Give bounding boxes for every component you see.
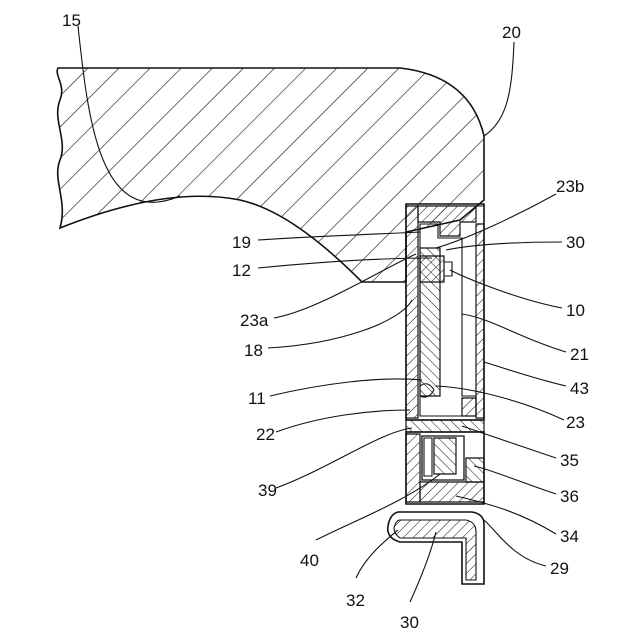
label-30a: 30 [566, 233, 585, 252]
label-32: 32 [346, 591, 365, 610]
plate-43 [476, 224, 484, 418]
leader-22 [276, 410, 410, 432]
label-22: 22 [256, 425, 275, 444]
label-20: 20 [502, 23, 521, 42]
leader-18 [268, 300, 412, 348]
leader-39 [276, 428, 412, 488]
label-36: 36 [560, 487, 579, 506]
label-23a: 23a [240, 311, 269, 330]
leader-30a [446, 242, 562, 250]
label-39: 39 [258, 481, 277, 500]
label-23b: 23b [556, 177, 584, 196]
tab-10 [444, 262, 452, 276]
coil-core [434, 438, 456, 474]
top-cap-23b [418, 206, 476, 236]
label-40: 40 [300, 551, 319, 570]
leader-23 [436, 386, 564, 420]
leader-43 [484, 362, 566, 386]
separator-35 [406, 420, 484, 432]
coil-bracket [424, 438, 432, 476]
bracket-inner-30 [394, 520, 476, 580]
plate-18 [406, 206, 418, 418]
leader-10 [450, 270, 562, 308]
leader-36 [474, 466, 556, 494]
leader-29 [484, 520, 546, 566]
label-34: 34 [560, 527, 579, 546]
label-35: 35 [560, 451, 579, 470]
label-12: 12 [232, 261, 251, 280]
label-43: 43 [570, 379, 589, 398]
frame-bottom-ledge [462, 398, 476, 416]
lower-right-36 [466, 458, 484, 482]
label-30b: 30 [400, 613, 419, 632]
label-11: 11 [248, 389, 266, 408]
label-21: 21 [570, 345, 589, 364]
label-15: 15 [62, 11, 81, 30]
block-10 [420, 256, 444, 282]
lower-bottom-34 [420, 482, 484, 502]
leader-11 [270, 379, 422, 396]
label-23: 23 [566, 413, 585, 432]
label-29: 29 [550, 559, 569, 578]
label-19: 19 [232, 233, 251, 252]
label-10: 10 [566, 301, 585, 320]
leader-35 [462, 426, 556, 458]
label-18: 18 [244, 341, 263, 360]
leader-20 [484, 42, 514, 136]
